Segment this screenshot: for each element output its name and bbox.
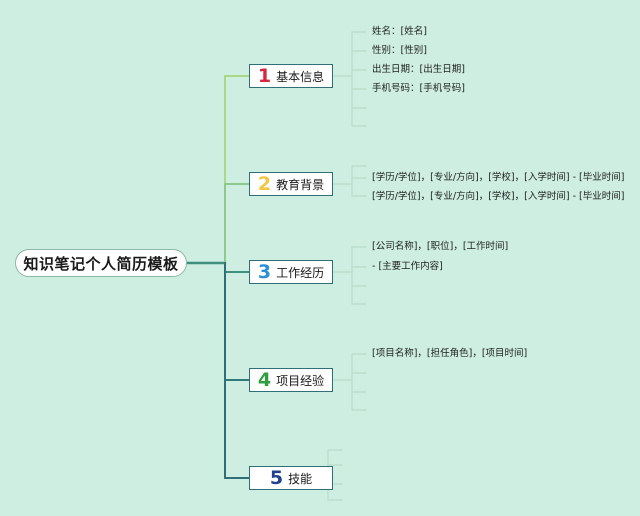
root-node[interactable]: 知识笔记个人简历模板 bbox=[15, 249, 187, 277]
branch-number: 3 bbox=[257, 260, 272, 283]
leaf-project-1[interactable]: [项目名称]，[担任角色]，[项目时间] bbox=[372, 348, 528, 359]
branch-number: 1 bbox=[257, 64, 272, 87]
leaf-phone[interactable]: 手机号码：[手机号码] bbox=[372, 83, 465, 94]
branch-number: 4 bbox=[257, 368, 272, 391]
leaf-education-1[interactable]: [学历/学位]，[专业/方向]，[学校]，[入学时间] - [毕业时间] bbox=[372, 172, 625, 183]
branch-work-experience[interactable]: 3 工作经历 bbox=[249, 260, 333, 284]
branch-label: 技能 bbox=[288, 471, 313, 486]
leaf-birthdate[interactable]: 出生日期：[出生日期] bbox=[372, 64, 465, 75]
leaf-name[interactable]: 姓名：[姓名] bbox=[372, 26, 427, 37]
branch-label: 工作经历 bbox=[276, 265, 325, 280]
branch-education[interactable]: 2 教育背景 bbox=[249, 172, 333, 196]
leaf-education-2[interactable]: [学历/学位]，[专业/方向]，[学校]，[入学时间] - [毕业时间] bbox=[372, 191, 625, 202]
leaf-work-content[interactable]: - [主要工作内容] bbox=[372, 261, 443, 272]
branch-label: 基本信息 bbox=[276, 69, 325, 84]
branch-label: 教育背景 bbox=[276, 177, 325, 192]
branch-label: 项目经验 bbox=[276, 373, 325, 388]
branch-basic-info[interactable]: 1 基本信息 bbox=[249, 64, 333, 88]
branch-skills[interactable]: 5 技能 bbox=[249, 466, 333, 490]
leaf-gender[interactable]: 性别：[性别] bbox=[372, 45, 427, 56]
branch-number: 2 bbox=[257, 172, 272, 195]
branch-number: 5 bbox=[269, 466, 284, 489]
leaf-work-company[interactable]: [公司名称]，[职位]，[工作时间] bbox=[372, 241, 509, 252]
branch-projects[interactable]: 4 项目经验 bbox=[249, 368, 333, 392]
